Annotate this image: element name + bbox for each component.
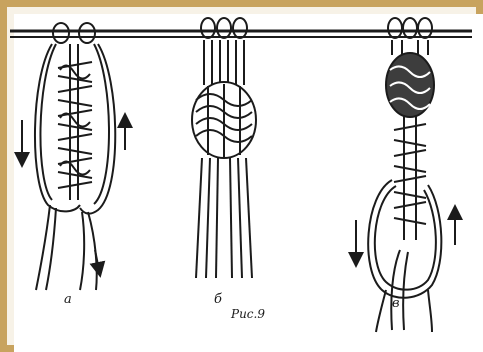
label-a: а <box>64 292 72 307</box>
knot-block-b <box>192 82 256 158</box>
knot-chain-a <box>58 44 92 200</box>
working-cord-loop-a <box>35 44 115 214</box>
label-c: в <box>392 296 400 311</box>
knot-panel-c <box>356 18 455 332</box>
knot-block-c <box>386 53 434 117</box>
mounting-loops-a <box>53 23 95 43</box>
hanging-cords-b <box>196 158 252 278</box>
hanging-cords-a <box>36 205 97 290</box>
knot-chain-c <box>394 116 426 240</box>
knot-panel-a <box>22 23 125 290</box>
mounting-loops-c <box>388 18 432 38</box>
knot-panel-b <box>192 18 256 278</box>
mounting-loops-b <box>201 18 247 38</box>
label-b: б <box>214 292 222 307</box>
cords-b <box>204 40 244 85</box>
figure-caption: Рис.9 <box>231 307 265 321</box>
